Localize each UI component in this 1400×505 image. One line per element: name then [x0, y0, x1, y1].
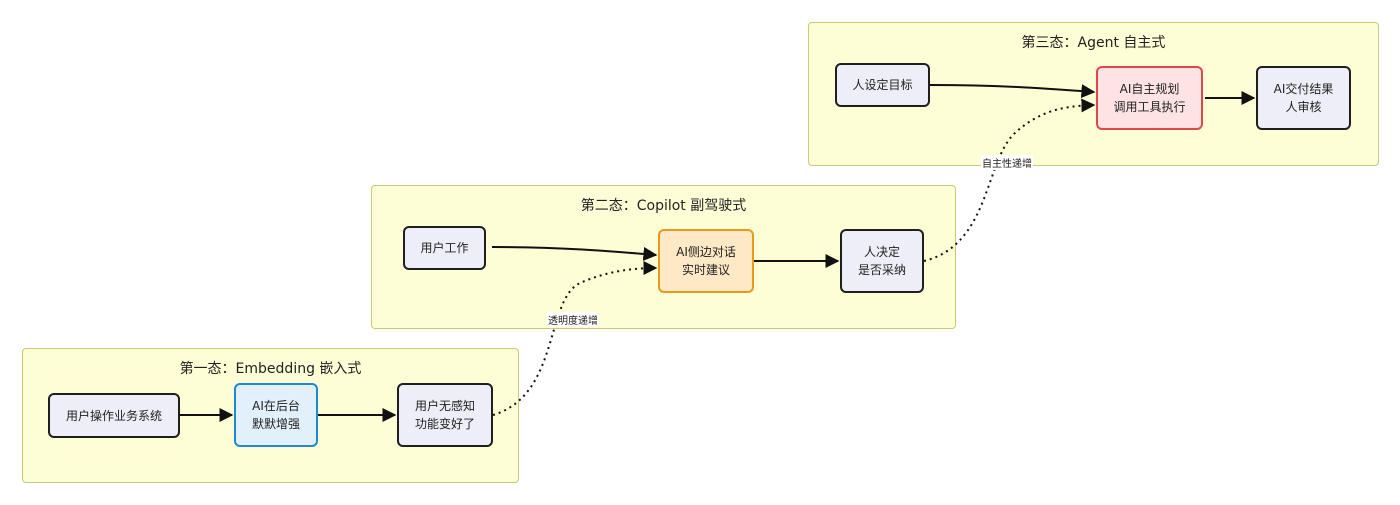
- node-user-unaware[interactable]: 用户无感知 功能变好了: [397, 383, 493, 447]
- node-ai-plan[interactable]: AI自主规划 调用工具执行: [1096, 66, 1203, 130]
- node-user-work-line-1: 用户工作: [420, 241, 469, 255]
- node-ai-enhance-line-1: AI在后台: [252, 399, 300, 413]
- node-ai-chat[interactable]: AI侧边对话 实时建议: [658, 229, 754, 293]
- node-user-unaware-line-2: 功能变好了: [414, 417, 475, 431]
- group-copilot-title: 第二态：Copilot 副驾驶式: [580, 198, 747, 214]
- node-ai-plan-line-1: AI自主规划: [1119, 82, 1180, 96]
- node-ai-chat-line-1: AI侧边对话: [676, 245, 736, 259]
- node-ai-deliver-line-2: 人审核: [1285, 100, 1322, 114]
- node-user-operate-line-1: 用户操作业务系统: [65, 408, 162, 423]
- node-user-operate[interactable]: 用户操作业务系统: [48, 393, 180, 438]
- node-human-decide-line-1: 人决定: [863, 245, 900, 259]
- edge-label-autonomy: 自主性递增: [981, 155, 1033, 170]
- group-agent-title: 第三态：Agent 自主式: [1021, 35, 1166, 51]
- node-user-unaware-line-1: 用户无感知: [414, 399, 475, 413]
- node-user-work[interactable]: 用户工作: [403, 226, 486, 270]
- node-human-decide-line-2: 是否采纳: [857, 263, 906, 277]
- node-ai-deliver[interactable]: AI交付结果 人审核: [1256, 66, 1351, 130]
- node-human-decide[interactable]: 人决定 是否采纳: [840, 229, 924, 293]
- group-embedding-title: 第一态：Embedding 嵌入式: [179, 361, 362, 377]
- edge-label-transparency: 透明度递增: [547, 312, 599, 327]
- node-ai-deliver-line-1: AI交付结果: [1273, 82, 1334, 96]
- node-set-goal[interactable]: 人设定目标: [835, 63, 930, 107]
- node-ai-chat-line-2: 实时建议: [681, 263, 730, 277]
- node-ai-enhance-line-2: 默默增强: [251, 417, 300, 431]
- node-set-goal-line-1: 人设定目标: [852, 78, 913, 92]
- node-ai-plan-line-2: 调用工具执行: [1113, 100, 1186, 114]
- node-ai-enhance[interactable]: AI在后台 默默增强: [234, 383, 318, 447]
